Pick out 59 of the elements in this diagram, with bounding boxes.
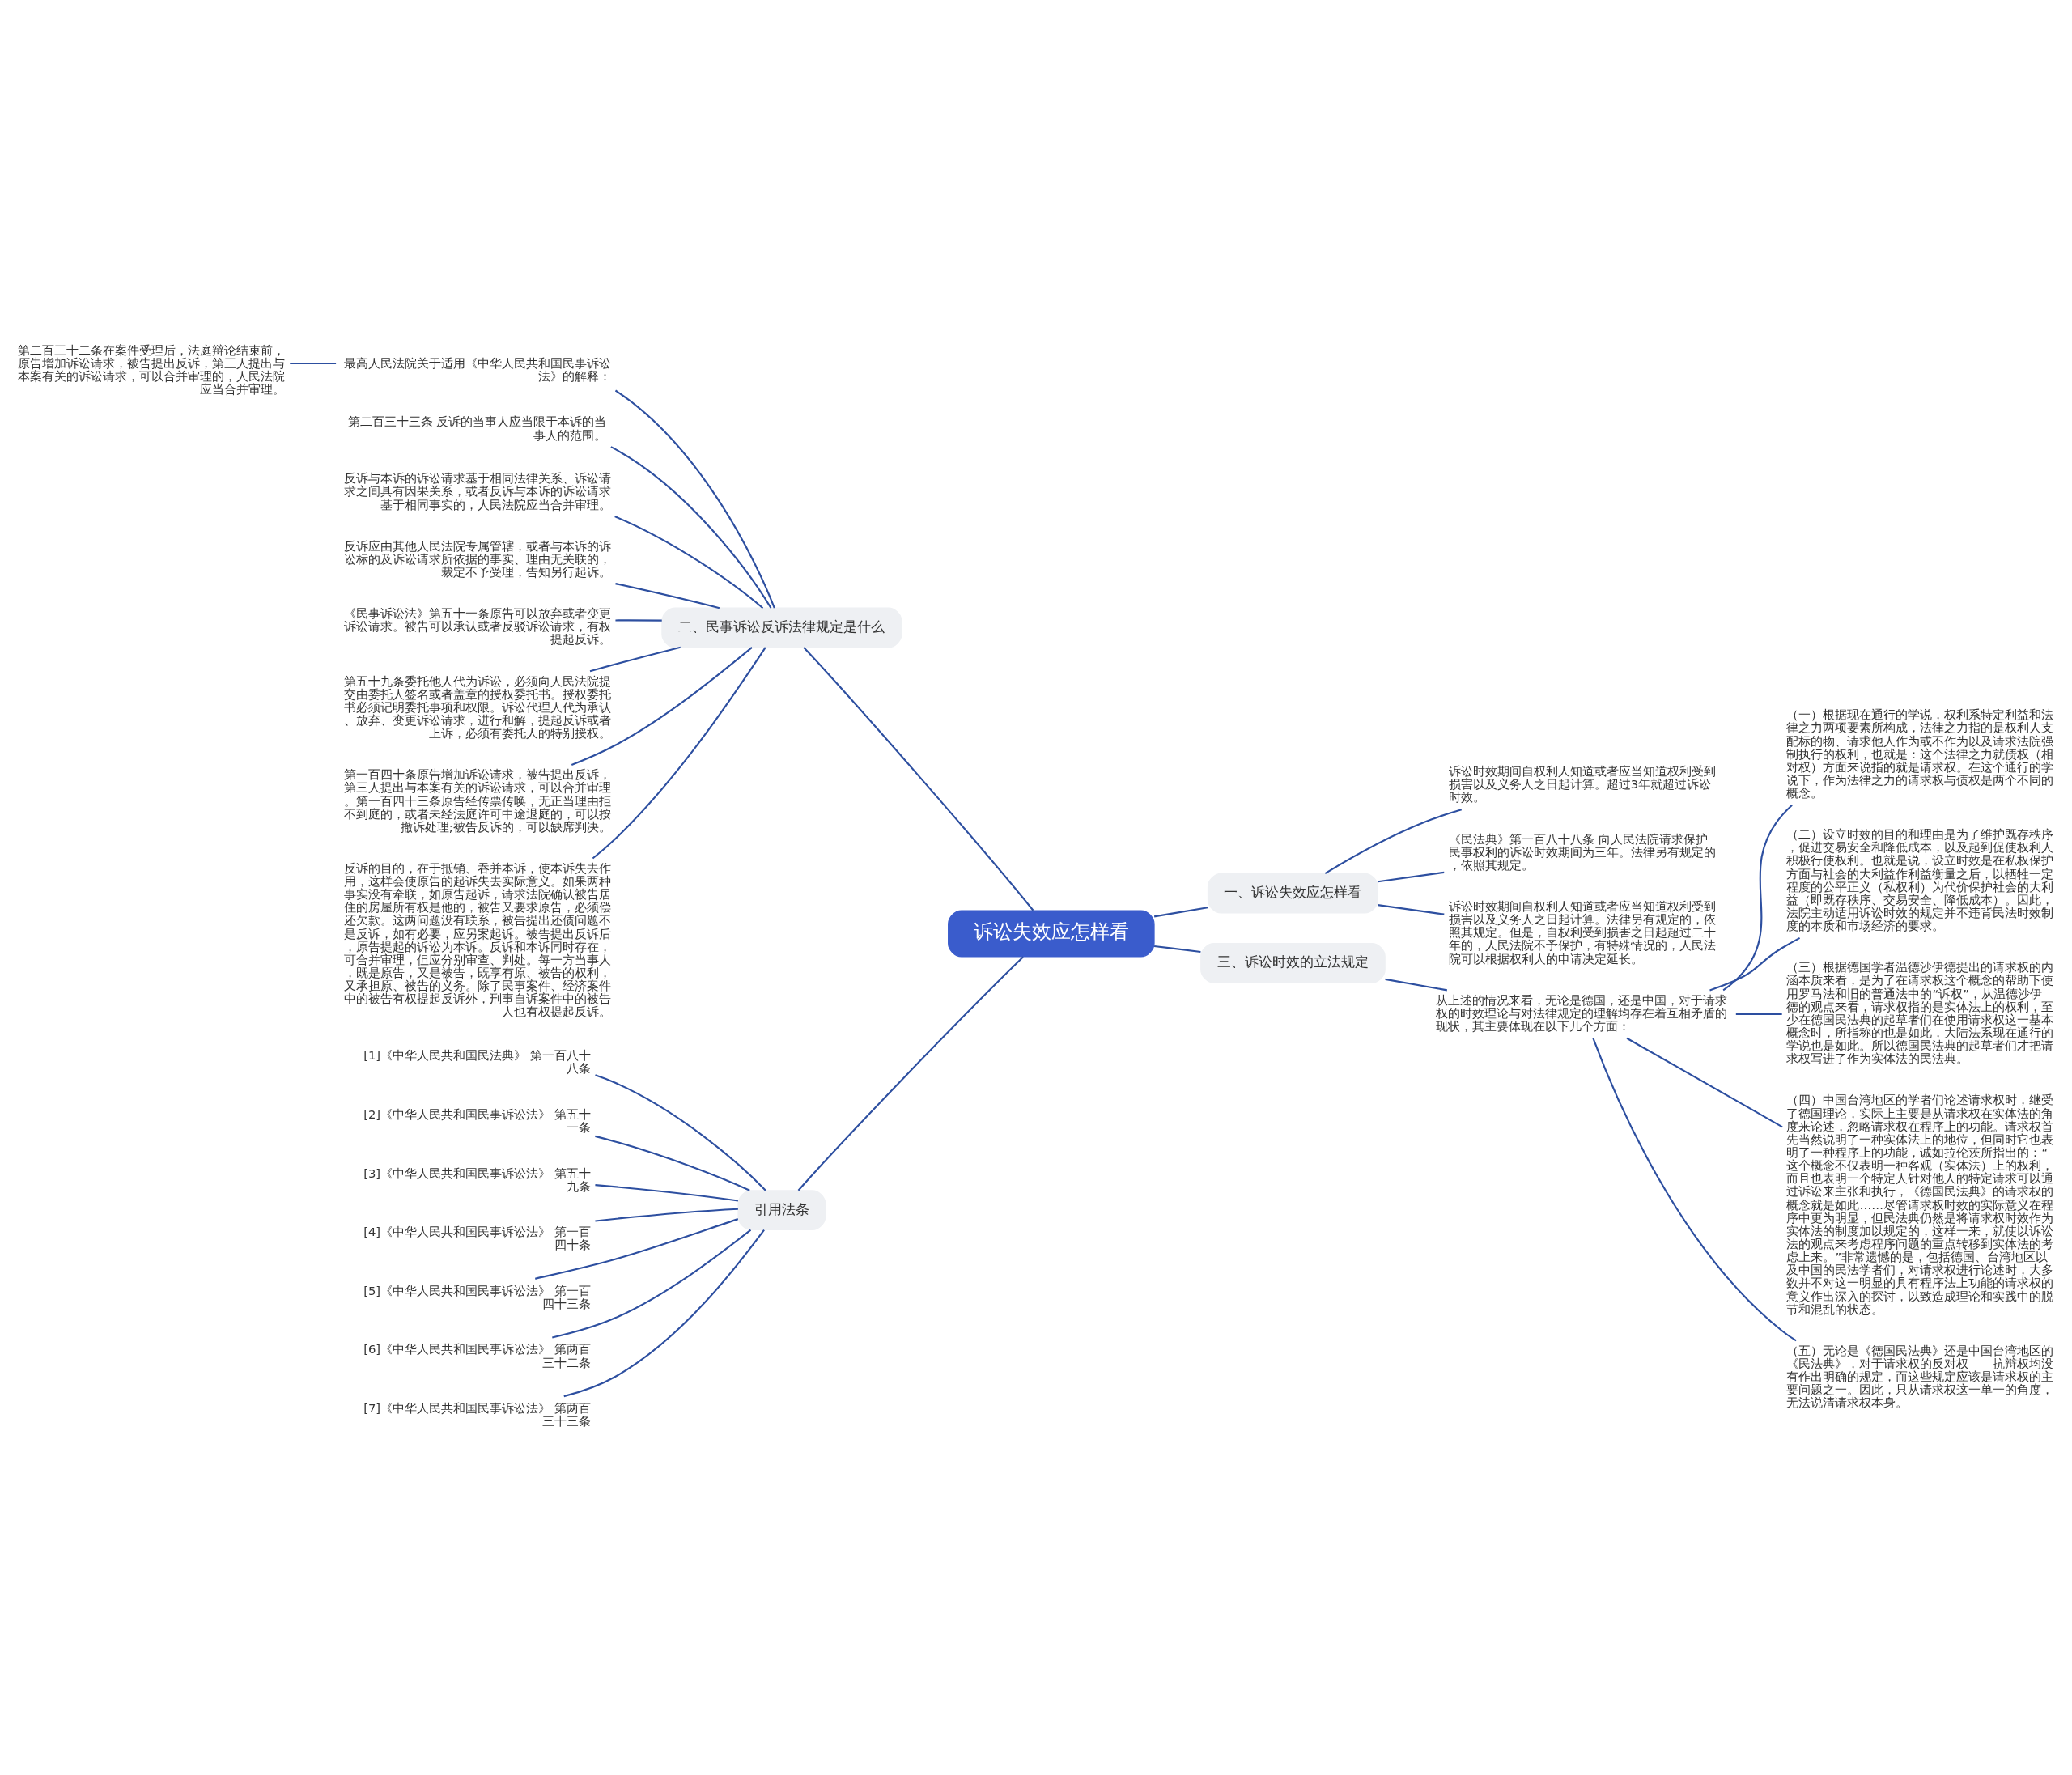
node-text: 最高人民法院关于适用《中华人民共和国民事诉讼法》的解释： [343, 355, 611, 383]
node-text: 反诉与本诉的诉讼请求基于相同法律关系、诉讼请求之间具有因果关系，或者反诉与本诉的诉讼请求基于相同事实的，人民法院应当合并审理。 [343, 470, 611, 512]
node-text: 第二百三十二条在案件受理后，法庭辩论结束前，原告增加诉讼请求，被告提出反诉，第三人提出与本案有关的诉讼请求，可以合并审理的，人民法院应当合并审理。 [18, 342, 286, 396]
connector [797, 955, 1024, 1191]
connector [571, 646, 753, 766]
connector [1709, 936, 1801, 991]
connector [1735, 1013, 1782, 1015]
connector [1378, 903, 1445, 915]
connector [614, 389, 775, 609]
node-text: [3]《中华人民共和国民事诉讼法》 第五十九条 [363, 1166, 591, 1193]
node-box: 诉讼失效应怎样看 [948, 910, 1155, 957]
node-box: 二、民事诉讼反诉法律规定是什么 [661, 607, 902, 648]
connector [1153, 945, 1201, 953]
node-box: 引用法条 [737, 1189, 826, 1230]
connector [803, 646, 1034, 911]
connector [589, 646, 681, 672]
connector [595, 1208, 738, 1222]
node-text: 诉讼时效期间自权利人知道或者应当知道权利受到损害以及义务人之日起计算。超过3年就超过诉讼时效。 [1448, 763, 1716, 804]
node-text: [1]《中华人民共和国民法典》 第一百八十八条 [363, 1047, 591, 1075]
node-text: （二）设立时效的目的和理由是为了维护既存秩序，促进交易安全和降低成本，以及起到促使权利人积极行使权利。也就是说，设立时效是在私权保护方面与社会的大利益作利益衡量之后，以牺牲一定程度的公平正义（私权利）为代价保护社会的大利益（即既存秩序、交易安全、降低成本）。因此，法院主动适用诉讼时效的规定并不违背民法时效制度的本质和市场经济的要求。 [1786, 826, 2054, 932]
node-text: [2]《中华人民共和国民事诉讼法》 第五十一条 [363, 1106, 591, 1134]
node-text: 反诉的目的，在于抵销、吞并本诉，使本诉失去作用，这样会使原告的起诉失去实际意义。如果两种事实没有牵联，如原告起诉，请求法院确认被告居住的房屋所有权是他的，被告又要求原告，必须偿还欠款。这两问题没有联系，被告提出还债问题不是反诉，如有必要，应另案起诉。被告提出反诉后，原告提起的诉讼为本诉。反诉和本诉同时存在，可合并审理，但应分别审查、判处。每一方当事人，既是原告，又是被告，既享有原、被告的权利，又承担原、被告的义务。除了民事案件、经济案件中的被告有权提起反诉外，刑事自诉案件中的被告人也有权提起反诉。 [343, 860, 611, 1018]
node-text: （三）根据德国学者温德沙伊德提出的请求权的内涵本质来看，是为了在请求权这个概念的帮助下使用罗马法和旧的普通法中的“诉权”，从温德沙伊德的观点来看，请求权指的是实体法上的权利，至少在德国民法典的起草者们在使用请求权这一基本概念时，所指称的也是如此，大陆法系现在通行的学说也是如此。所以德国民法典的起草者们才把请求权写进了作为实体法的民法典。 [1786, 959, 2054, 1065]
connector [1385, 978, 1448, 991]
node-text: [5]《中华人民共和国民事诉讼法》 第一百四十三条 [363, 1283, 591, 1310]
node-box: 一、诉讼失效应怎样看 [1207, 873, 1379, 914]
connector [1592, 1038, 1797, 1341]
node-text: （四）中国台湾地区的学者们论述请求权时，继受了德国理论，实际上主要是从请求权在实体法的角度来论述，忽略请求权在程序上的功能。请求权首先当然说明了一种实体法上的地位，但同时它也表明了一种程序上的功能，诚如拉伦茨所指出的：“这个概念不仅表明一种客观（实体法）上的权利，而且也表明一个特定人针对他人的特定请求可以通过诉讼来主张和执行，《德国民法典》的请求权的概念就是如此……尽管请求权时效的实际意义在程序中更为明显，但民法典仍然是将请求权时效作为实体法的制度加以规定的，这样一来，就使以诉讼法的观点来考虑程序问题的重点转移到实体法的考虑上来。”非常遗憾的是，包括德国、台湾地区以及中国的民法学者们，对请求权进行论述时，大多数并不对这一明显的具有程序法上功能的请求权的意义作出深入的探讨，以致造成理论和实践中的脱节和混乱的状态。 [1786, 1092, 2054, 1316]
connector [535, 1217, 739, 1280]
node-text: [7]《中华人民共和国民事诉讼法》 第两百三十三条 [363, 1400, 591, 1428]
node-text: （五）无论是《德国民法典》还是中国台湾地区的《民法典》，对于请求权的反对权——抗辩权均没有作出明确的规定，而这些规定应该是请求权的主要问题之一。因此，只从请求权这一单一的角度，无法说清请求权本身。 [1786, 1343, 2054, 1409]
connector [615, 618, 662, 622]
node-text: 第二百三十三条 反诉的当事人应当限于本诉的当事人的范围。 [347, 414, 607, 442]
connector [1722, 804, 1793, 991]
connector [595, 1073, 766, 1191]
node-text: 《民法典》第一百八十八条 向人民法院请求保护民事权利的诉讼时效期间为三年。法律另有规定的，依照其规定。 [1448, 831, 1716, 872]
node-text: 第一百四十条原告增加诉讼请求，被告提出反诉，第三人提出与本案有关的诉讼请求，可以合并审理。第一百四十三条原告经传票传唤，无正当理由拒不到庭的，或者未经法庭许可中途退庭的，可以按撤诉处理;被告反诉的，可以缺席判决。 [343, 766, 611, 834]
connector [595, 1135, 750, 1191]
connector [1324, 808, 1463, 874]
connector [552, 1229, 752, 1339]
node-text: 《民事诉讼法》第五十一条原告可以放弃或者变更诉讼请求。被告可以承认或者反驳诉讼请求，有权提起反诉。 [343, 605, 611, 646]
connector [1378, 871, 1445, 882]
connector [290, 362, 337, 364]
connector [563, 1229, 765, 1397]
node-text: （一）根据现在通行的学说，权利系特定利益和法律之力两项要素所构成，法律之力指的是权利人支配标的物、请求他人作为或不作为以及请求法院强制执行的权利，也就是：这个法律之力就债权（相对权）方面来说指的就是请求权。在这个通行的学说下，作为法律之力的请求权与债权是两个不同的概念。 [1786, 707, 2054, 800]
connector [615, 582, 720, 609]
connector [592, 646, 766, 859]
node-text: 从上述的情况来看，无论是德国，还是中国，对于请求权的时效理论与对法律规定的理解均存在着互相矛盾的现状，其主要体现在以下几个方面： [1436, 992, 1728, 1033]
connector [1153, 906, 1208, 917]
connector [1626, 1037, 1783, 1127]
connector [595, 1183, 739, 1202]
node-text: 第五十九条委托他人代为诉讼，必须向人民法院提交由委托人签名或者盖章的授权委托书。授权委托书必须记明委托事项和权限。诉讼代理人代为承认、放弃、变更诉讼请求，进行和解，提起反诉或者上诉，必须有委托人的特别授权。 [343, 673, 611, 740]
connector [614, 515, 764, 609]
node-text: [4]《中华人民共和国民事诉讼法》 第一百四十条 [363, 1224, 591, 1251]
connector [610, 445, 772, 609]
node-box: 三、诉讼时效的立法规定 [1200, 942, 1386, 983]
node-text: 诉讼时效期间自权利人知道或者应当知道权利受到损害以及义务人之日起计算。法律另有规定的，依照其规定。但是，自权利受到损害之日起超过二十年的，人民法院不予保护，有特殊情况的，人民法院可以根据权利人的申请决定延长。 [1448, 898, 1716, 966]
node-text: [6]《中华人民共和国民事诉讼法》 第两百三十二条 [363, 1341, 591, 1369]
node-text: 反诉应由其他人民法院专属管辖，或者与本诉的诉讼标的及诉讼请求所依据的事实、理由无关联的，裁定不予受理，告知另行起诉。 [343, 538, 611, 579]
